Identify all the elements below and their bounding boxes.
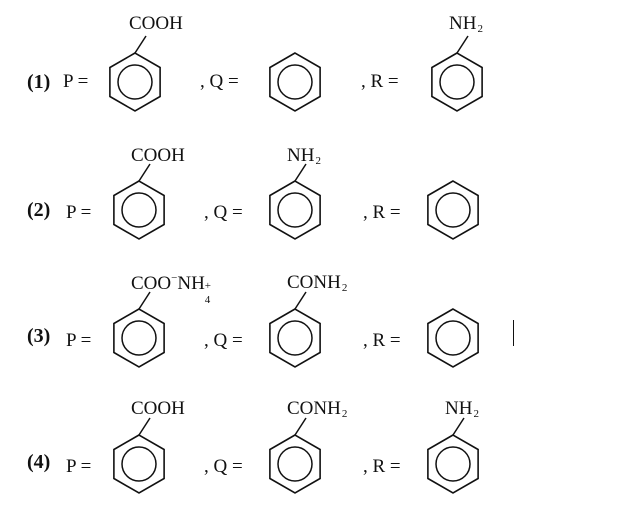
option-1-p-label: P =: [63, 71, 89, 92]
hexagon-ring: [427, 434, 479, 494]
substituent-bond: [452, 417, 465, 436]
hexagon-ring: [269, 434, 321, 494]
option-3-q-benzene-icon: [269, 291, 321, 368]
option-2-p-benzene-icon: [113, 163, 165, 240]
option-1-r-substituent: NH2: [449, 13, 483, 35]
option-2-p-label: P =: [66, 202, 92, 223]
aromatic-circle: [277, 446, 313, 482]
hexagon-ring: [113, 308, 165, 368]
option-3-p-substituent: COO−NH+4: [131, 272, 212, 306]
option-1-r-label: , R =: [361, 71, 399, 92]
option-3-q-label: , Q =: [204, 330, 243, 351]
option-3-p-benzene-icon: [113, 291, 165, 368]
option-4-r-substituent: NH2: [445, 398, 479, 420]
hexagon-ring: [113, 180, 165, 240]
substituent-bond: [134, 35, 147, 54]
option-1-q-label: , Q =: [200, 71, 239, 92]
option-1-p-substituent: COOH: [129, 13, 183, 34]
hexagon-ring: [427, 180, 479, 240]
option-4-p-benzene-icon: [113, 417, 165, 494]
substituent-bond: [294, 417, 307, 436]
option-3-r-benzene-icon: [427, 308, 479, 368]
hexagon-ring: [431, 52, 483, 112]
substituent-bond: [138, 163, 151, 182]
option-2-q-benzene-icon: [269, 163, 321, 240]
aromatic-circle: [435, 446, 471, 482]
hexagon-ring: [269, 52, 321, 112]
hexagon-ring: [113, 434, 165, 494]
option-1-p-benzene-icon: [109, 35, 161, 112]
hexagon-ring: [269, 308, 321, 368]
hexagon-ring: [269, 180, 321, 240]
substituent-bond: [456, 35, 469, 54]
aromatic-circle: [121, 446, 157, 482]
aromatic-circle: [435, 192, 471, 228]
substituent-bond: [294, 163, 307, 182]
option-2-r-label: , R =: [363, 202, 401, 223]
aromatic-circle: [277, 192, 313, 228]
option-2-number[interactable]: (2): [27, 199, 51, 221]
option-4-r-label: , R =: [363, 456, 401, 477]
option-4-q-benzene-icon: [269, 417, 321, 494]
aromatic-circle: [277, 64, 313, 100]
option-3-q-substituent: CONH2: [287, 272, 348, 294]
aromatic-circle: [117, 64, 153, 100]
aromatic-circle: [121, 320, 157, 356]
option-2-q-label: , Q =: [204, 202, 243, 223]
substituent-bond: [294, 291, 307, 310]
option-1-q-benzene-icon: [269, 52, 321, 112]
hexagon-ring: [109, 52, 161, 112]
option-4-number[interactable]: (4): [27, 451, 51, 473]
option-2-r-benzene-icon: [427, 180, 479, 240]
option-4-q-substituent: CONH2: [287, 398, 348, 420]
option-4-r-benzene-icon: [427, 417, 479, 494]
option-3-number[interactable]: (3): [27, 325, 51, 347]
option-4-p-substituent: COOH: [131, 398, 185, 419]
option-4-q-label: , Q =: [204, 456, 243, 477]
substituent-bond: [138, 417, 151, 436]
hexagon-ring: [427, 308, 479, 368]
option-2-p-substituent: COOH: [131, 145, 185, 166]
aromatic-circle: [439, 64, 475, 100]
option-2-q-substituent: NH2: [287, 145, 321, 167]
option-1-r-benzene-icon: [431, 35, 483, 112]
aromatic-circle: [121, 192, 157, 228]
text-cursor: [513, 320, 514, 346]
option-1-number[interactable]: (1): [27, 71, 51, 93]
option-3-r-label: , R =: [363, 330, 401, 351]
aromatic-circle: [435, 320, 471, 356]
option-3-p-label: P =: [66, 330, 92, 351]
substituent-bond: [138, 291, 151, 310]
option-4-p-label: P =: [66, 456, 92, 477]
aromatic-circle: [277, 320, 313, 356]
